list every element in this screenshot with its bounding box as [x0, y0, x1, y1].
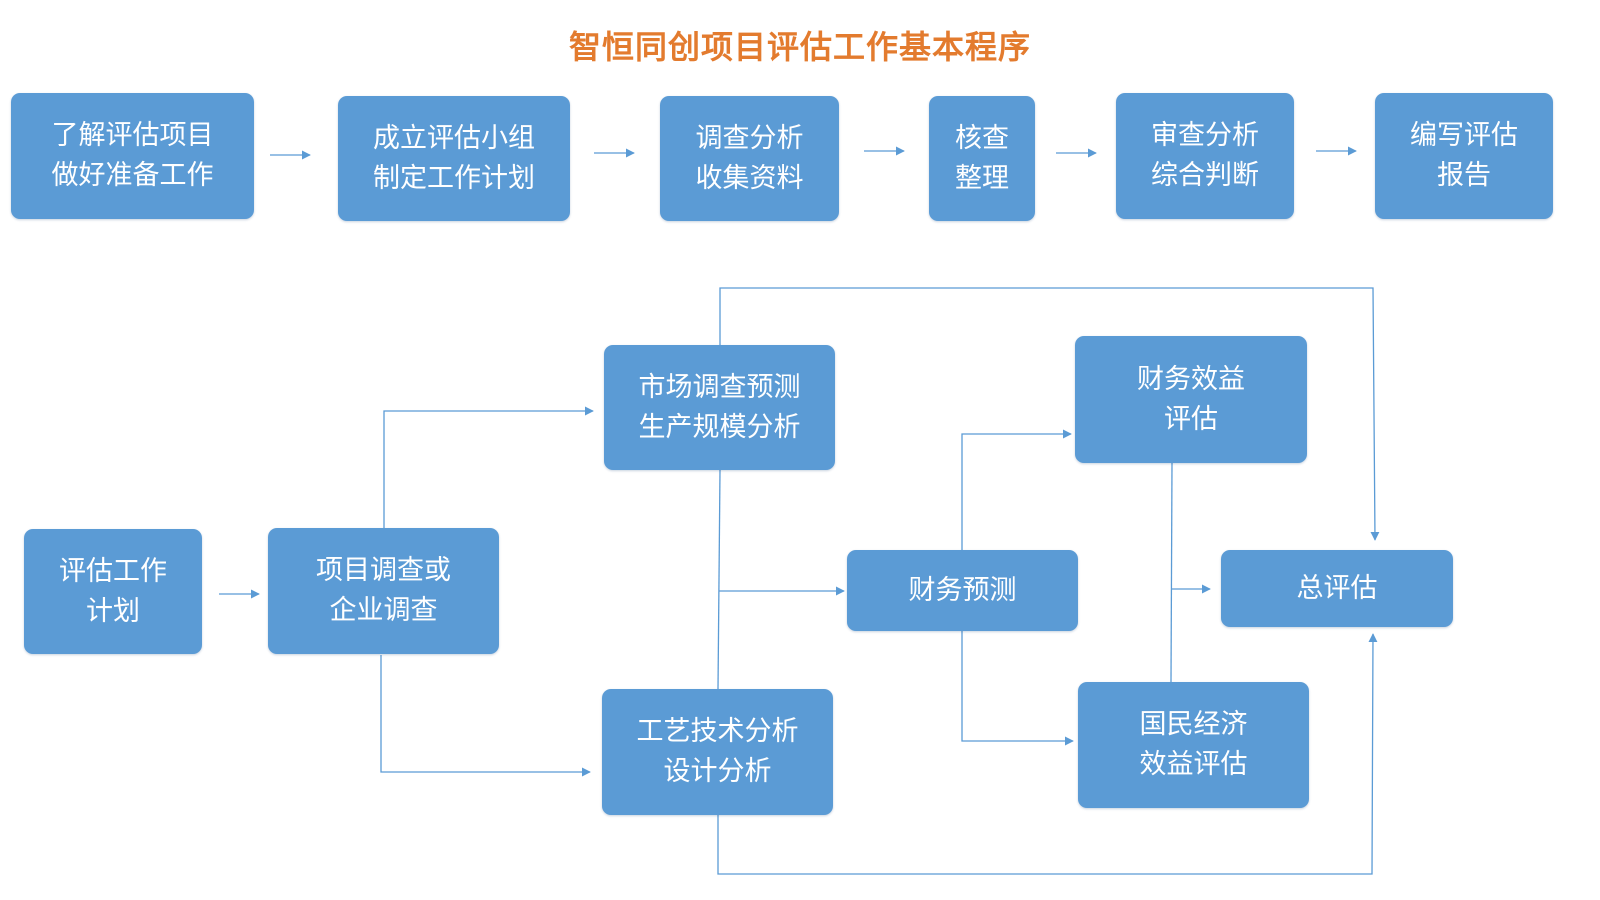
step-1-line1: 了解评估项目	[51, 120, 214, 151]
step-6-box: 编写评估 报告	[1375, 93, 1553, 219]
survey-box: 项目调查或 企业调查	[268, 528, 499, 654]
arrow-market-overall	[719, 287, 1380, 541]
tech-box: 工艺技术分析 设计分析	[602, 689, 833, 815]
step-3-line2: 收集资料	[695, 162, 804, 194]
plan-line1: 评估工作	[59, 555, 167, 587]
arrow-tech-overall	[717, 633, 1378, 875]
step-2-box: 成立评估小组 制定工作计划	[338, 96, 570, 221]
step-5-box: 审查分析 综合判断	[1116, 93, 1294, 219]
nat-benefit-line1: 国民经济	[1139, 709, 1248, 740]
step-4-line1: 核查	[955, 122, 1009, 154]
overall-line1: 总评估	[1296, 572, 1378, 604]
arrow-survey-tech	[380, 655, 591, 777]
step-5-line2: 综合判断	[1151, 160, 1259, 191]
tech-line2: 设计分析	[663, 756, 772, 787]
arrow-survey-market	[383, 406, 594, 528]
forecast-box: 财务预测	[847, 550, 1078, 631]
page-title: 智恒同创项目评估工作基本程序	[568, 28, 1031, 66]
market-box: 市场调查预测 生产规模分析	[604, 345, 835, 470]
survey-line1: 项目调查或	[316, 555, 451, 586]
step-3-box: 调查分析 收集资料	[660, 96, 839, 221]
step-4-box: 核查 整理	[929, 96, 1035, 221]
plan-line2: 计划	[86, 595, 140, 627]
step-6-line2: 报告	[1437, 160, 1491, 191]
plan-box: 评估工作 计划	[24, 529, 202, 654]
step-1-box: 了解评估项目 做好准备工作	[11, 93, 254, 219]
fin-benefit-line1: 财务效益	[1137, 363, 1245, 395]
step-2-line1: 成立评估小组	[373, 122, 535, 154]
step-4-line2: 整理	[955, 162, 1009, 194]
nat-benefit-box: 国民经济 效益评估	[1078, 682, 1309, 808]
survey-line2: 企业调查	[329, 595, 438, 626]
market-line2: 生产规模分析	[638, 411, 801, 443]
forecast-line1: 财务预测	[908, 574, 1017, 606]
step-3-line1: 调查分析	[695, 122, 804, 154]
line-fin-nat	[1170, 462, 1173, 683]
nat-benefit-line2: 效益评估	[1139, 749, 1248, 780]
step-2-line2: 制定工作计划	[373, 162, 535, 194]
step-5-line1: 审查分析	[1151, 120, 1259, 151]
line-market-tech	[717, 469, 721, 690]
step-6-line1: 编写评估	[1410, 120, 1518, 151]
arrow-forecast-nat	[961, 631, 1074, 746]
arrow-forecast-fin	[961, 429, 1072, 550]
fin-benefit-box: 财务效益 评估	[1075, 336, 1307, 463]
step-1-line2: 做好准备工作	[51, 160, 214, 191]
fin-benefit-line2: 评估	[1164, 403, 1218, 435]
market-line1: 市场调查预测	[638, 371, 801, 403]
overall-box: 总评估	[1221, 550, 1453, 627]
tech-line1: 工艺技术分析	[636, 716, 799, 747]
